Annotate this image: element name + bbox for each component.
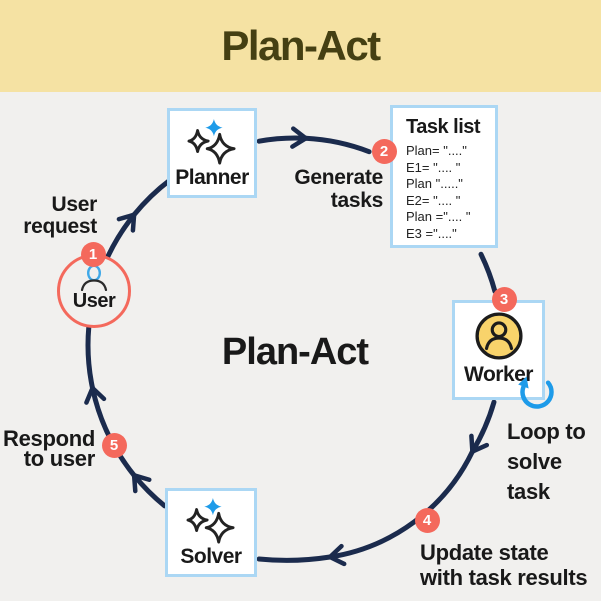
step-badge-3: 3 <box>491 286 517 312</box>
banner-title: Plan-Act <box>221 22 381 69</box>
label-loop-to-solve-task: Loop to solve task <box>507 419 586 504</box>
node-task-list: Task list Plan= "...." E1= ".... " Plan … <box>390 105 498 248</box>
label-generate-tasks: Generate tasks <box>294 166 383 212</box>
arrow-planner-to-tasklist-tail <box>303 135 372 155</box>
sparkles-icon <box>186 497 235 544</box>
arrow-planner-to-tasklist <box>256 126 309 149</box>
task-list-item: Plan "....." <box>406 176 463 191</box>
arrow-worker-to-solver-tail <box>256 554 333 563</box>
task-list-item: E1= ".... " <box>406 159 461 175</box>
label-user-request: User request <box>23 193 97 238</box>
planner-label: Planner <box>175 166 249 189</box>
solver-label: Solver <box>180 545 242 568</box>
step-badge-1: 1 <box>80 241 106 267</box>
step-badge-4: 4 <box>414 507 440 533</box>
task-list-item: E2= ".... " <box>406 192 461 208</box>
loop-arrow-icon <box>518 376 554 409</box>
center-title: Plan-Act <box>221 331 369 373</box>
step-badge-2: 2 <box>371 139 397 164</box>
user-label: User <box>72 290 116 312</box>
task-list-items: Plan= "...." E1= ".... " Plan "....." E2… <box>406 143 471 242</box>
worker-label: Worker <box>464 363 533 386</box>
arrow-worker-to-solver-mid <box>327 449 475 567</box>
arrow-user-to-planner <box>104 212 137 260</box>
arrow-worker-to-solver <box>469 399 497 455</box>
arrow-tasklist-to-worker <box>478 251 498 294</box>
label-respond-to-user: Respond to user <box>2 426 95 471</box>
person-icon <box>474 312 523 360</box>
node-solver: Solver <box>165 488 257 577</box>
task-list-item: E3 ="...." <box>406 225 457 241</box>
person-icon <box>80 265 108 291</box>
arrow-solver-to-user-tail <box>85 324 95 391</box>
arrow-solver-to-user-mid <box>84 385 137 478</box>
task-list-title: Task list <box>406 116 481 138</box>
step-badge-5: 5 <box>101 432 127 458</box>
task-list-item: Plan= "...." <box>406 143 467 158</box>
node-worker: Worker <box>452 300 545 400</box>
banner: Plan-Act <box>0 0 601 92</box>
node-planner: Planner <box>167 108 257 198</box>
task-list-item: Plan =".... " <box>406 209 471 224</box>
label-update-state: Update state with task results <box>420 540 588 590</box>
arrow-user-to-planner-tail <box>131 177 173 218</box>
sparkles-icon <box>187 118 236 165</box>
arrow-solver-to-user <box>131 472 168 509</box>
